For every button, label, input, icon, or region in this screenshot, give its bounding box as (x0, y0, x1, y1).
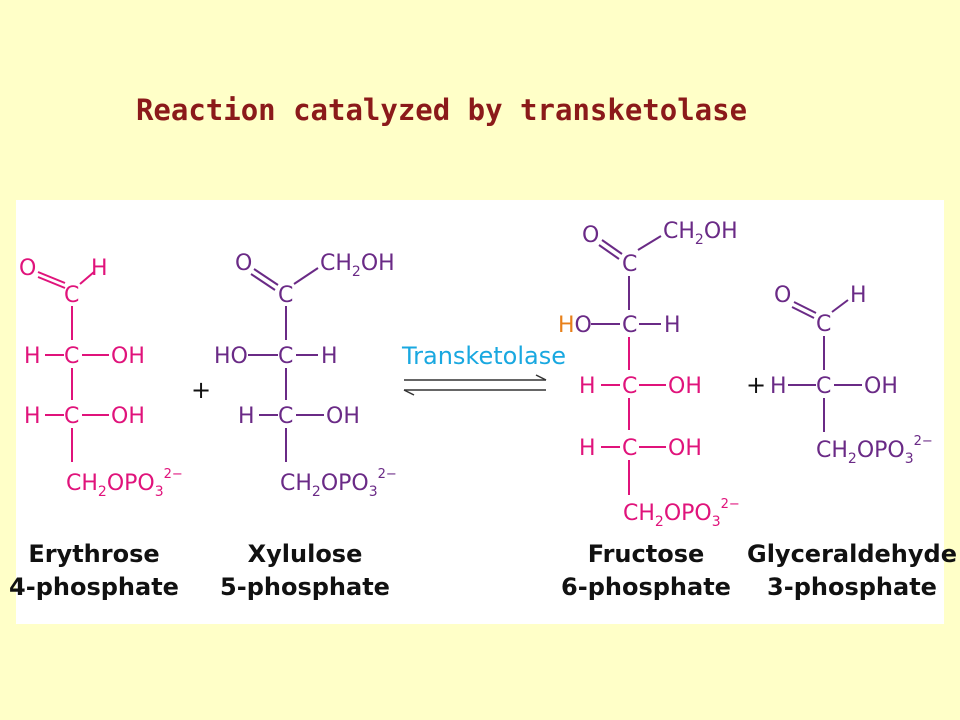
atom-h: H (850, 283, 867, 308)
xylulose-5-phosphate-structure: O C CH2OH HO C H H C OH CH2OPO32− (214, 251, 397, 500)
slide-title: Reaction catalyzed by transketolase (135, 93, 748, 127)
erythrose-4-phosphate-structure: O H C H C OH H C OH CH2OPO32− (19, 256, 183, 500)
atom-c: C (278, 404, 293, 429)
atom-h: H (579, 436, 596, 461)
fructose-6-phosphate-structure: O C CH2OH HO C H H C OH H C OH CH2OPO32− (558, 219, 740, 530)
atom-h: H (664, 313, 681, 338)
atom-c: C (278, 283, 293, 308)
atom-o: O (774, 283, 791, 308)
molecule-name: 3-phosphate (767, 573, 937, 601)
phosphomethyl-group: CH2OPO32− (66, 467, 183, 500)
molecule-name: Fructose (588, 540, 705, 568)
reaction-figure: O H C H C OH H C OH CH2OPO32− + O C CH2O… (9, 200, 957, 624)
atom-o: O (235, 251, 252, 276)
atom-o: O (582, 223, 599, 248)
hydroxymethyl-group: CH2OH (320, 251, 395, 280)
atom-c: C (622, 436, 637, 461)
equilibrium-arrows: Transketolase (401, 342, 566, 396)
molecule-name: 5-phosphate (220, 573, 390, 601)
atom-h: H (238, 404, 255, 429)
enzyme-label: Transketolase (401, 342, 566, 370)
atom-c: C (278, 344, 293, 369)
glyceraldehyde-3-phosphate-structure: O H C H C OH CH2OPO32− (770, 283, 933, 467)
molecule-name: Xylulose (248, 540, 363, 568)
atom-h: H (770, 374, 787, 399)
atom-h: H (24, 344, 41, 369)
molecule-name: 6-phosphate (561, 573, 731, 601)
atom-h: H (579, 374, 596, 399)
atom-c: C (622, 252, 637, 277)
molecule-name: Erythrose (28, 540, 159, 568)
plus-sign: + (191, 376, 211, 404)
atom-h: H (91, 256, 108, 281)
phosphomethyl-group: CH2OPO32− (280, 467, 397, 500)
atom-o: O (19, 256, 36, 281)
hydroxymethyl-group: CH2OH (663, 219, 738, 248)
atom-c: C (64, 283, 79, 308)
phosphomethyl-group: CH2OPO32− (623, 497, 740, 530)
atom-oh: OH (668, 436, 702, 461)
reaction-diagram: O H C H C OH H C OH CH2OPO32− + O C CH2O… (9, 219, 957, 601)
atom-c: C (64, 404, 79, 429)
atom-h: H (321, 344, 338, 369)
atom-ho: HO (214, 344, 248, 369)
plus-sign: + (746, 371, 766, 399)
atom-oh: OH (864, 374, 898, 399)
atom-c: C (816, 312, 831, 337)
atom-h: H (24, 404, 41, 429)
atom-c: C (64, 344, 79, 369)
atom-c: C (622, 313, 637, 338)
phosphomethyl-group: CH2OPO32− (816, 434, 933, 467)
molecule-name: Glyceraldehyde (747, 540, 957, 568)
atom-oh: OH (111, 404, 145, 429)
molecule-names: Erythrose 4-phosphate Xylulose 5-phospha… (9, 540, 957, 601)
atom-c: C (816, 374, 831, 399)
atom-c: C (622, 374, 637, 399)
atom-ho: HO (558, 313, 592, 338)
atom-oh: OH (111, 344, 145, 369)
atom-oh: OH (668, 374, 702, 399)
molecule-name: 4-phosphate (9, 573, 179, 601)
atom-oh: OH (326, 404, 360, 429)
